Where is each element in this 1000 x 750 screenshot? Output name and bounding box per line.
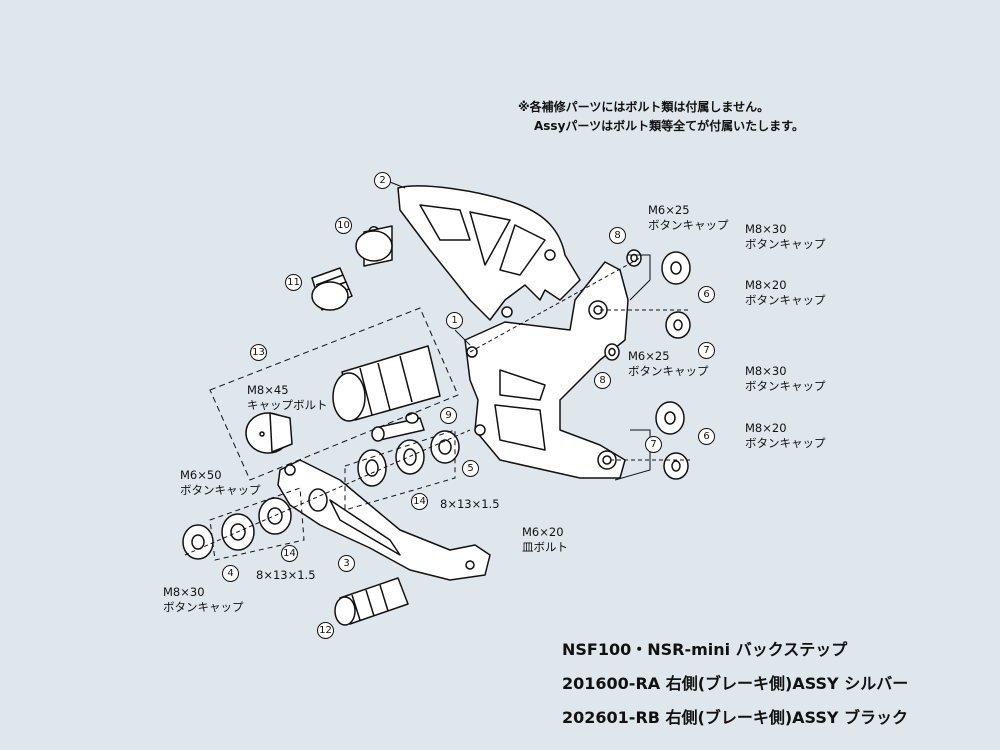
callout-10: 10 [335, 217, 352, 234]
callout-6-top: 6 [698, 286, 715, 303]
title-line-3: 202601-RB 右側(ブレーキ側)ASSY ブラック [562, 708, 909, 727]
callout-6-mid: 6 [698, 428, 715, 445]
callout-8-top: 8 [609, 227, 626, 244]
callout-3: 3 [338, 555, 355, 572]
callout-14-right: 14 [411, 493, 428, 510]
pin-part [371, 412, 425, 442]
label-collar-left: 8×13×1.5 [256, 568, 316, 582]
callout-14-left: 14 [281, 545, 298, 562]
small-washer-part [604, 249, 642, 361]
washer-part [182, 524, 214, 560]
main-plate-part [464, 261, 629, 479]
callout-9: 9 [440, 407, 457, 424]
upper-bracket-part [397, 185, 581, 321]
callout-1: 1 [446, 312, 463, 329]
leader-lines [184, 181, 690, 561]
callout-5: 5 [462, 460, 479, 477]
rubber-boot-part [311, 267, 353, 311]
callout-8-mid: 8 [594, 372, 611, 389]
label-collar-right: 8×13×1.5 [440, 497, 500, 511]
callout-4: 4 [222, 565, 239, 582]
collar-part-right [357, 439, 425, 487]
callout-13: 13 [250, 344, 267, 361]
callout-7-mid: 7 [645, 436, 662, 453]
callout-7-top: 7 [698, 342, 715, 359]
note-line-1: ※各補修パーツにはボルト類は付属しません。 [518, 100, 770, 114]
footpeg-part [245, 345, 441, 454]
rubber-part [334, 577, 409, 626]
note-line-2: Assyパーツはボルト類等全てが付属いたします。 [534, 119, 804, 133]
callout-2: 2 [374, 172, 391, 189]
cap-part [355, 225, 393, 267]
spacer-part [655, 251, 691, 480]
callout-12: 12 [317, 622, 334, 639]
bushing-part [430, 430, 460, 464]
title-line-2: 201600-RA 右側(ブレーキ側)ASSY シルバー [562, 674, 909, 693]
callout-11: 11 [285, 274, 302, 291]
lever-part [277, 459, 491, 581]
title-line-1: NSF100・NSR-mini バックステップ [562, 640, 848, 659]
